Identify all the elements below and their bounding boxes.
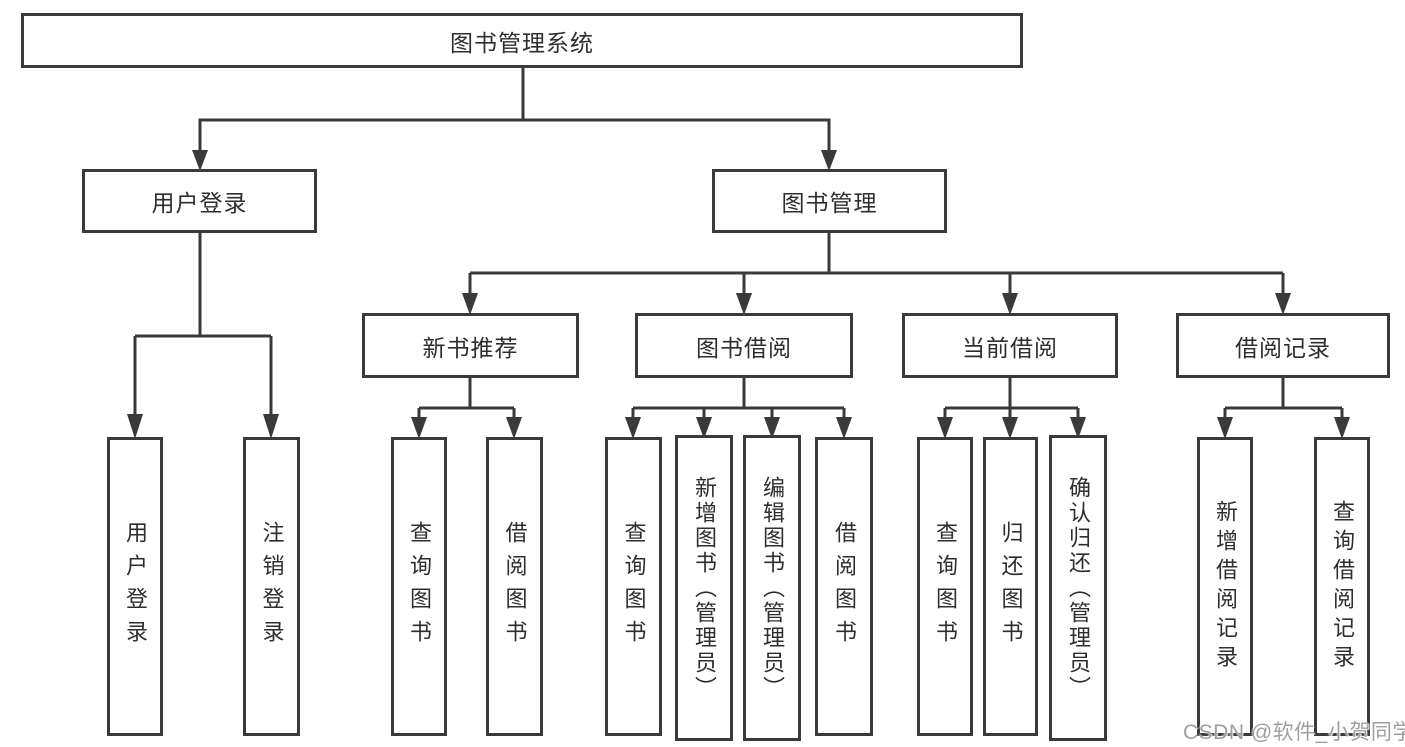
- arrowhead: [1002, 417, 1018, 439]
- node-label: 借阅图书: [832, 520, 857, 653]
- node-label: 图书管理系统: [450, 29, 594, 56]
- node-label: 新增借阅记录: [1213, 499, 1238, 674]
- node-book-borrow: 图书借阅: [635, 313, 853, 378]
- arrowhead: [506, 417, 522, 439]
- node-label: 查询图书: [933, 520, 958, 653]
- node-current-borrow: 当前借阅: [902, 313, 1118, 378]
- node-label: 图书管理: [781, 190, 878, 216]
- node-label: 注销登录: [259, 520, 285, 653]
- arrowhead: [1217, 417, 1233, 439]
- arrowhead: [462, 293, 478, 315]
- node-root: 图书管理系统: [21, 13, 1023, 68]
- leaf-borrow-add-books-admin: 新增图书（管理员）: [675, 435, 733, 741]
- watermark: CSDN @软件_小贺同学: [1183, 721, 1405, 744]
- arrowhead: [937, 417, 953, 439]
- arrowhead: [821, 150, 837, 171]
- leaf-newrec-borrow-books: 借阅图书: [486, 437, 543, 736]
- node-label: 图书借阅: [696, 334, 792, 361]
- arrowhead: [411, 417, 427, 439]
- arrowhead: [1275, 293, 1291, 315]
- leaf-current-query-books: 查询图书: [917, 437, 973, 736]
- leaf-newrec-query-books: 查询图书: [391, 437, 447, 736]
- leaf-current-return-books: 归还图书: [983, 437, 1038, 736]
- arrowhead: [127, 414, 143, 439]
- arrowhead: [263, 414, 279, 439]
- node-user-login: 用户登录: [82, 169, 317, 233]
- node-book-management: 图书管理: [712, 169, 947, 233]
- arrowhead: [836, 417, 852, 439]
- leaf-records-query-record: 查询借阅记录: [1314, 437, 1370, 736]
- node-label: 借阅图书: [502, 520, 528, 653]
- node-label: 归还图书: [998, 520, 1024, 653]
- leaf-records-add-record: 新增借阅记录: [1197, 437, 1253, 736]
- node-new-book-recommend: 新书推荐: [362, 313, 579, 378]
- leaf-borrow-query-books: 查询图书: [605, 437, 662, 736]
- leaf-borrow-borrow-books: 借阅图书: [815, 437, 873, 736]
- leaf-current-confirm-return-admin: 确认归还（管理员）: [1049, 435, 1107, 741]
- node-label: 借阅记录: [1235, 334, 1331, 361]
- leaf-logout: 注销登录: [243, 437, 300, 736]
- arrowhead: [625, 417, 641, 439]
- leaf-borrow-edit-books-admin: 编辑图书（管理员）: [743, 435, 801, 741]
- node-label: 确认归还（管理员）: [1066, 475, 1091, 701]
- node-label: 当前借阅: [962, 334, 1058, 361]
- node-label: 查询图书: [407, 520, 432, 653]
- leaf-user-login: 用户登录: [107, 437, 163, 736]
- node-label: 编辑图书（管理员）: [760, 475, 785, 701]
- node-label: 用户登录: [123, 520, 148, 653]
- arrowhead: [192, 150, 208, 171]
- arrowhead: [1002, 293, 1018, 315]
- node-label: 查询图书: [621, 520, 647, 653]
- node-borrow-records: 借阅记录: [1176, 313, 1390, 378]
- node-label: 新增图书（管理员）: [692, 475, 717, 701]
- node-label: 新书推荐: [422, 334, 519, 361]
- node-label: 用户登录: [151, 190, 248, 216]
- arrowhead: [736, 293, 752, 315]
- node-label: 查询借阅记录: [1330, 499, 1355, 674]
- arrowhead: [1334, 417, 1350, 439]
